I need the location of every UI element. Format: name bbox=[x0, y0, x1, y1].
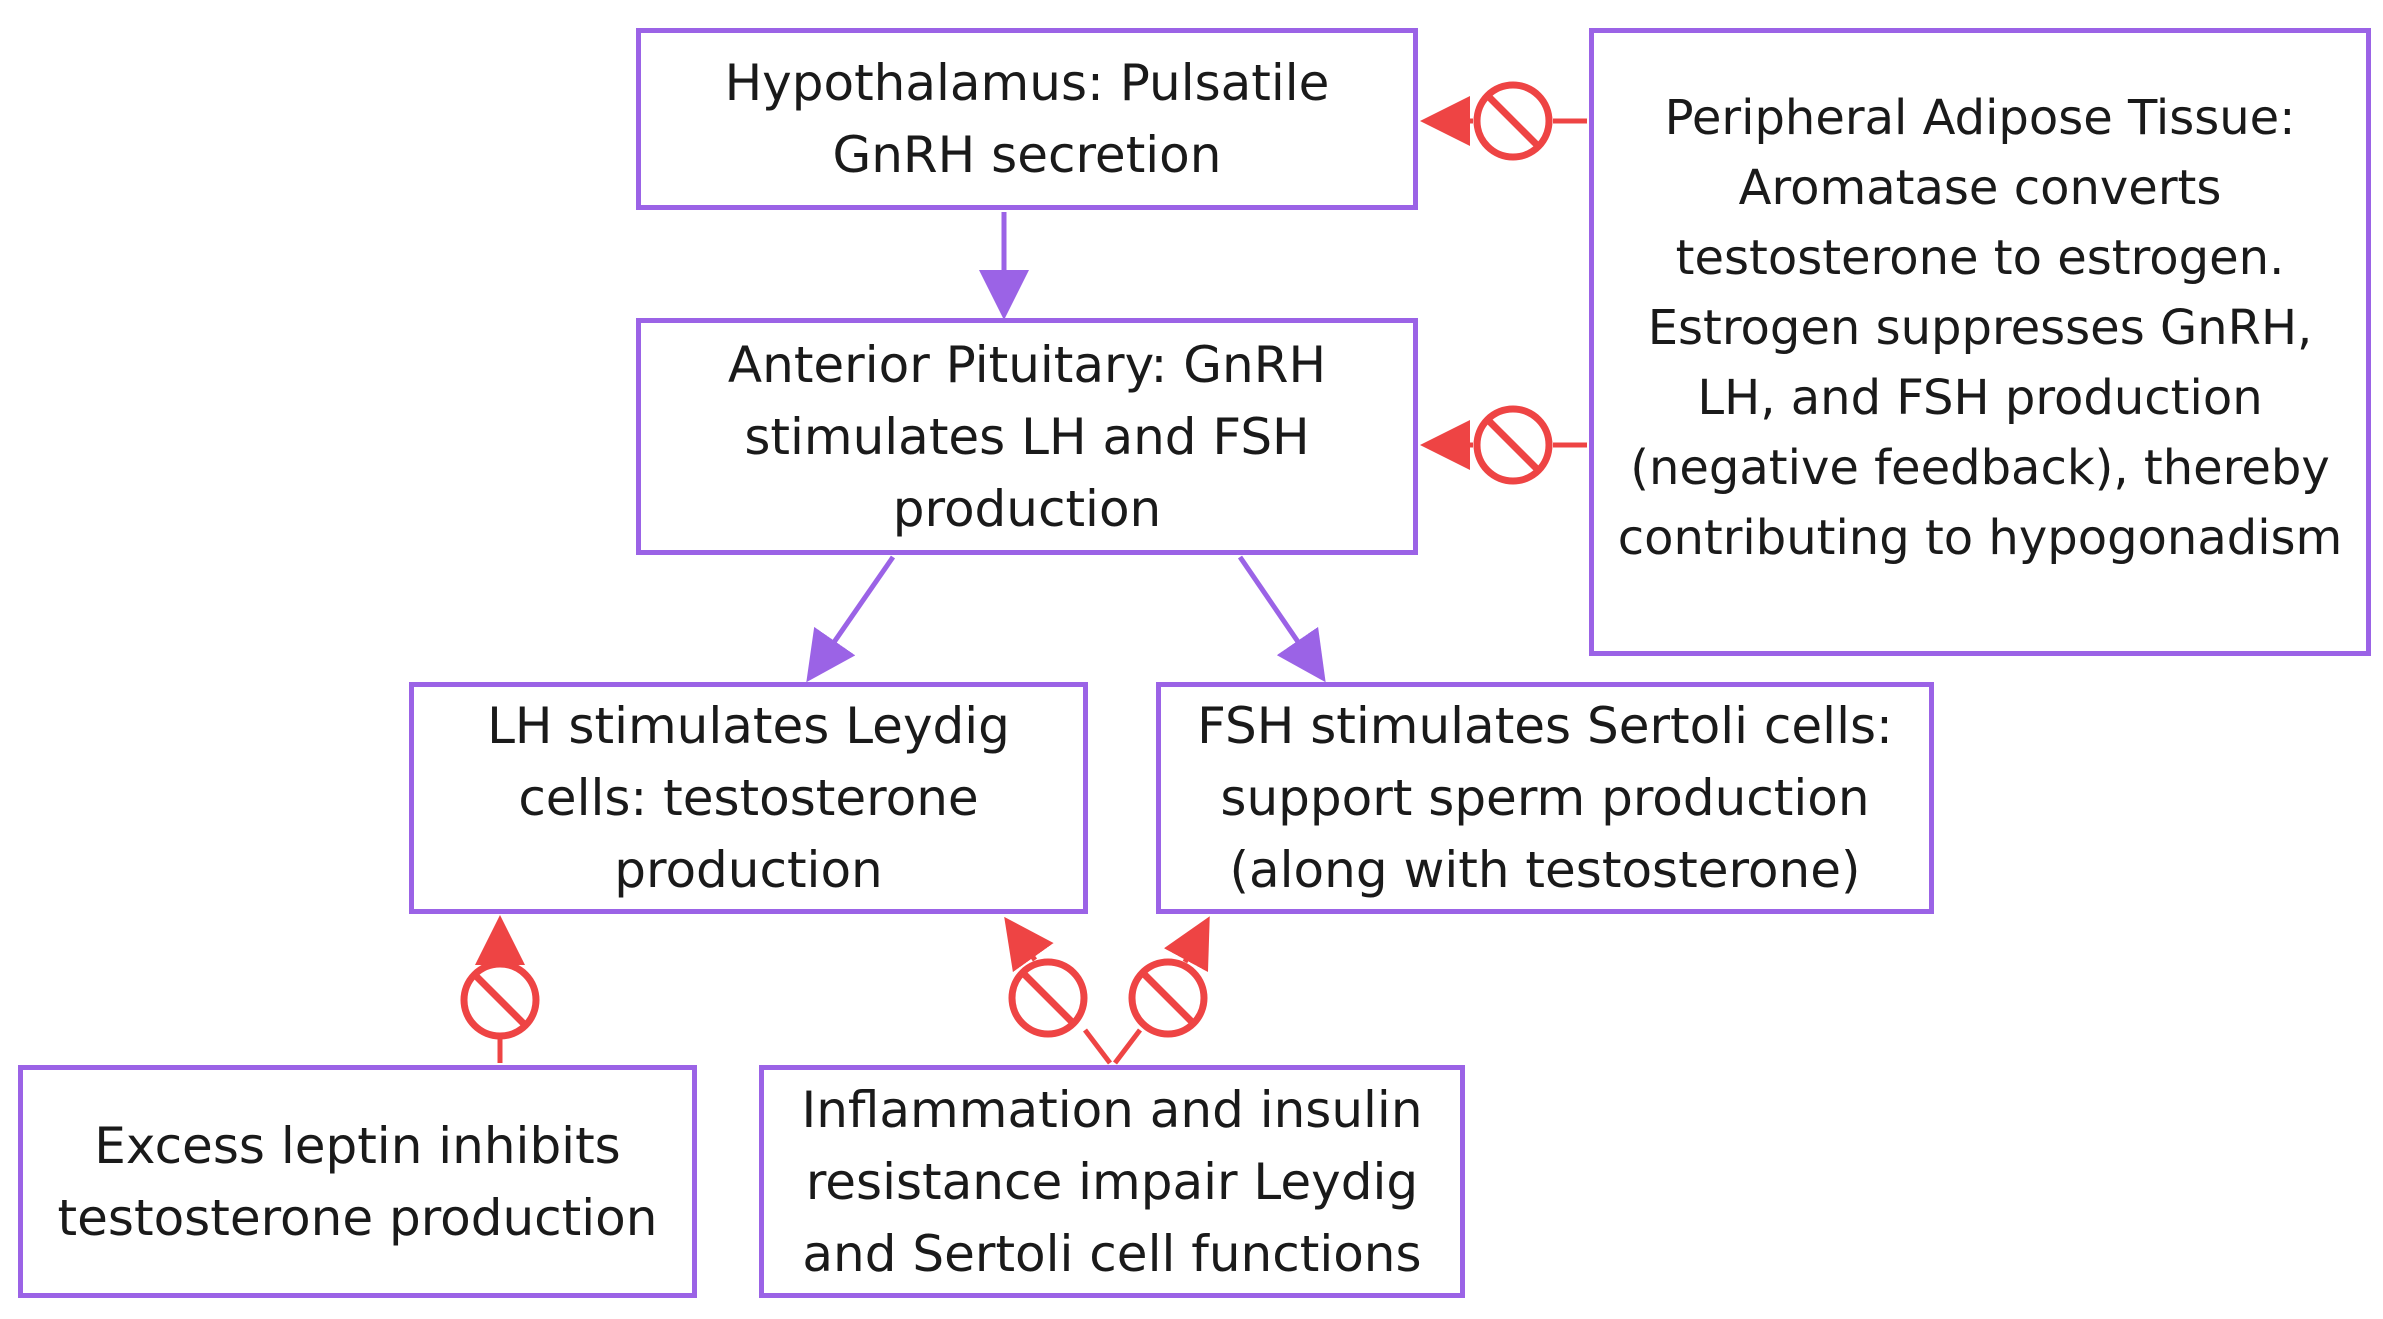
inhibit-adipose-to-hypothalamus bbox=[1420, 81, 1587, 161]
arrow-pituitary-to-sertoli bbox=[1237, 555, 1326, 683]
prohibition-sign-icon bbox=[1473, 405, 1553, 485]
prohibition-sign-icon bbox=[460, 960, 540, 1040]
node-inflammation-insulin-resistance-label: Inflammation and insulin resistance impa… bbox=[801, 1080, 1423, 1283]
node-anterior-pituitary-label: Anterior Pituitary: GnRH stimulates LH a… bbox=[727, 335, 1327, 538]
node-leydig-cells: LH stimulates Leydig cells: testosterone… bbox=[409, 682, 1088, 914]
inhibit-inflammation-to-sertoli bbox=[1113, 916, 1210, 1065]
inhibit-leptin-to-leydig bbox=[460, 915, 540, 1063]
node-anterior-pituitary: Anterior Pituitary: GnRH stimulates LH a… bbox=[636, 318, 1418, 555]
node-sertoli-cells-label: FSH stimulates Sertoli cells: support sp… bbox=[1197, 697, 1893, 899]
prohibition-sign-icon bbox=[1473, 81, 1553, 161]
node-inflammation-insulin-resistance: Inflammation and insulin resistance impa… bbox=[759, 1065, 1465, 1298]
node-hypothalamus-label: Hypothalamus: Pulsatile GnRH secretion bbox=[724, 54, 1330, 184]
arrow-pituitary-to-leydig bbox=[806, 555, 896, 683]
node-excess-leptin: Excess leptin inhibits testosterone prod… bbox=[18, 1065, 697, 1298]
node-peripheral-adipose-tissue: Peripheral Adipose Tissue: Aromatase con… bbox=[1589, 28, 2371, 656]
node-peripheral-adipose-tissue-label: Peripheral Adipose Tissue: Aromatase con… bbox=[1617, 90, 2343, 566]
inhibit-adipose-to-pituitary bbox=[1420, 405, 1587, 485]
node-sertoli-cells: FSH stimulates Sertoli cells: support sp… bbox=[1156, 682, 1934, 914]
node-leydig-cells-label: LH stimulates Leydig cells: testosterone… bbox=[487, 697, 1010, 899]
prohibition-sign-icon bbox=[1008, 958, 1088, 1038]
inhibit-inflammation-to-leydig bbox=[1004, 916, 1112, 1065]
prohibition-sign-icon bbox=[1128, 958, 1208, 1038]
node-excess-leptin-label: Excess leptin inhibits testosterone prod… bbox=[57, 1116, 658, 1247]
node-hypothalamus: Hypothalamus: Pulsatile GnRH secretion bbox=[636, 28, 1418, 210]
